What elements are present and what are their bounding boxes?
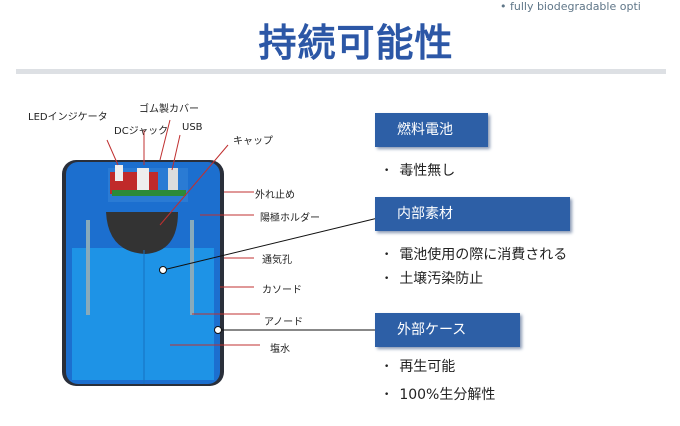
bullet-icon: • [384,166,390,176]
label-rubber-cover: ゴム製カバー [139,104,199,115]
label-vent: 通気孔 [262,255,292,266]
divider [16,69,666,74]
bullet-icon: • [384,250,390,260]
label-cap: キャップ [233,136,273,147]
bullet-icon: • [384,362,390,372]
usb-port [168,168,178,190]
section-heading-fuel-cell: 燃料電池 [375,113,488,147]
bullet-text: 毒性無し [399,163,456,179]
electrode-right [190,220,194,315]
label-dc-jack: DCジャック [114,126,169,137]
cap [106,212,178,254]
electrode-left [86,220,90,315]
section-heading-external-case: 外部ケース [375,313,520,347]
bullet-text: 電池使用の際に消費される [399,247,568,263]
label-anode-holder: 陽極ホルダー [260,213,320,224]
label-usb: USB [182,122,203,133]
bullet-item: • 電池使用の際に消費される [384,244,567,264]
pointer-internal [162,217,379,271]
label-cathode: カソード [262,285,302,296]
bullet-text: 土壌汚染防止 [399,271,484,287]
callout-lines [106,119,260,346]
circuit-strip [112,190,186,196]
pointer-dot-internal [159,266,167,274]
bullet-text: 100%生分解性 [399,387,496,403]
pointer-dot-external [214,326,222,334]
led-indicator [115,165,123,181]
section-heading-internal-material: 内部素材 [375,197,570,231]
bullet-item: • 100%生分解性 [384,384,495,404]
top-note: • fully biodegradable opti [500,0,641,13]
bullet-item: • 土壌汚染防止 [384,268,483,288]
label-stopper: 外れ止め [255,190,295,201]
bullet-item: • 再生可能 [384,356,455,376]
page-title: 持続可能性 [258,21,454,65]
bullet-icon: • [384,274,390,284]
label-saltwater: 塩水 [270,344,290,355]
label-anode: アノード [264,317,304,328]
bullet-text: 再生可能 [399,359,456,375]
bullet-icon: • [384,390,390,400]
dc-jack [137,168,149,190]
label-led-indicator: LEDインジケータ [28,112,108,123]
bullet-item: • 毒性無し [384,160,455,180]
